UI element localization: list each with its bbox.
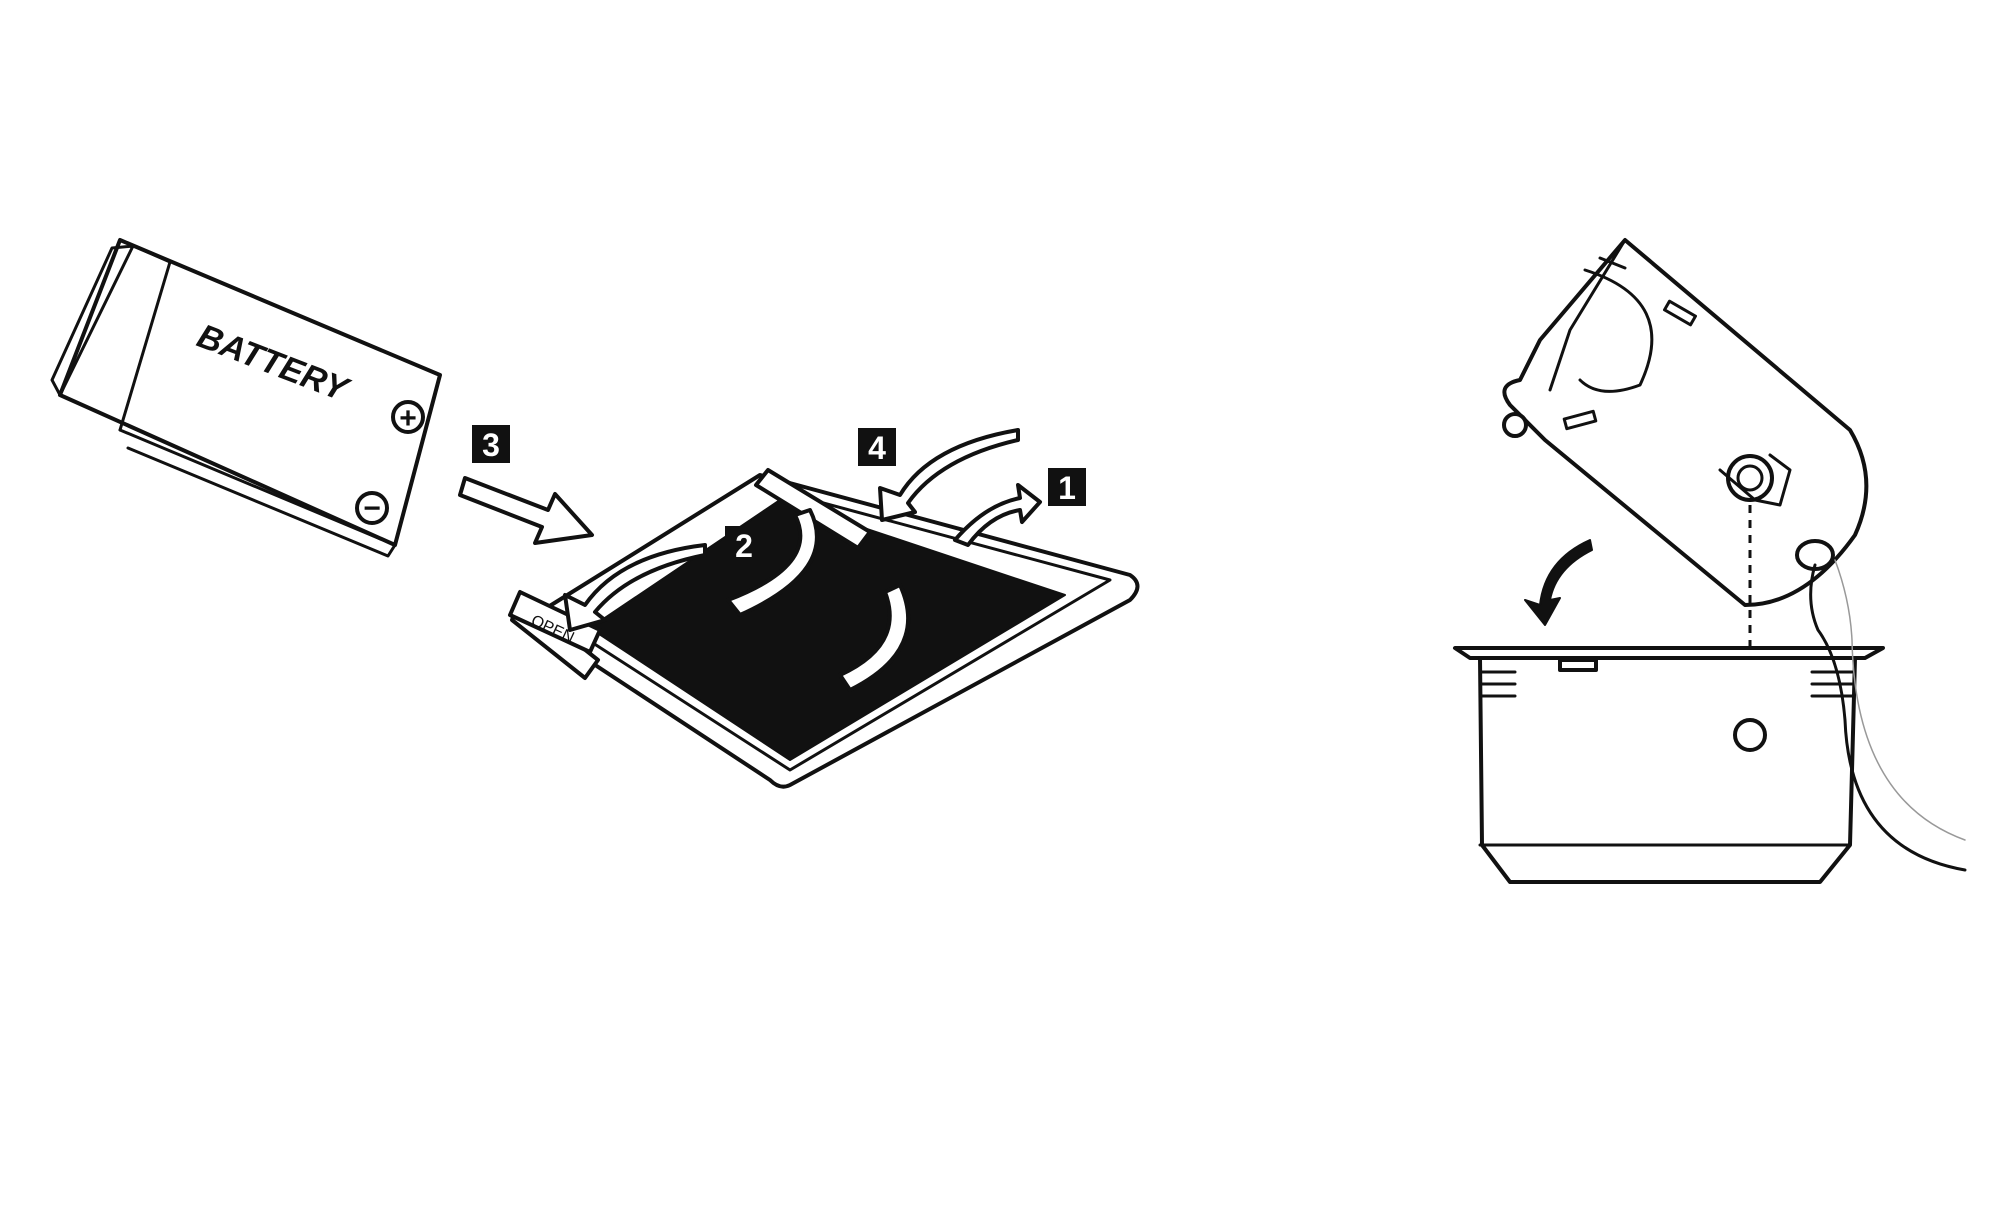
curved-arrow-step-4 [878, 428, 1020, 522]
svg-text:2: 2 [735, 528, 753, 564]
step-1-badge: 1 [1048, 468, 1086, 506]
device-tilted [1502, 238, 1869, 607]
target-hole [1733, 718, 1767, 752]
curved-arrow-step-1 [953, 483, 1042, 547]
svg-text:4: 4 [868, 430, 886, 466]
battery-9v: BATTERY + − [50, 238, 442, 558]
plus-symbol: + [399, 402, 417, 435]
svg-text:1: 1 [1058, 470, 1076, 506]
step-3-badge: 3 [472, 425, 510, 463]
step-2-badge: 2 [725, 526, 763, 564]
battery-compartment-open: OPEN [508, 468, 1140, 789]
power-cord [1809, 563, 1967, 872]
step-4-badge: 4 [858, 428, 896, 466]
battery-negative-terminal: − [355, 491, 389, 525]
insert-arrow [458, 476, 594, 545]
rotate-arrow [1524, 539, 1593, 626]
base-housing [1453, 646, 1885, 884]
curved-arrow-step-2 [563, 543, 707, 632]
svg-text:3: 3 [482, 427, 500, 463]
minus-symbol: − [363, 492, 381, 525]
battery-positive-terminal: + [391, 400, 425, 435]
